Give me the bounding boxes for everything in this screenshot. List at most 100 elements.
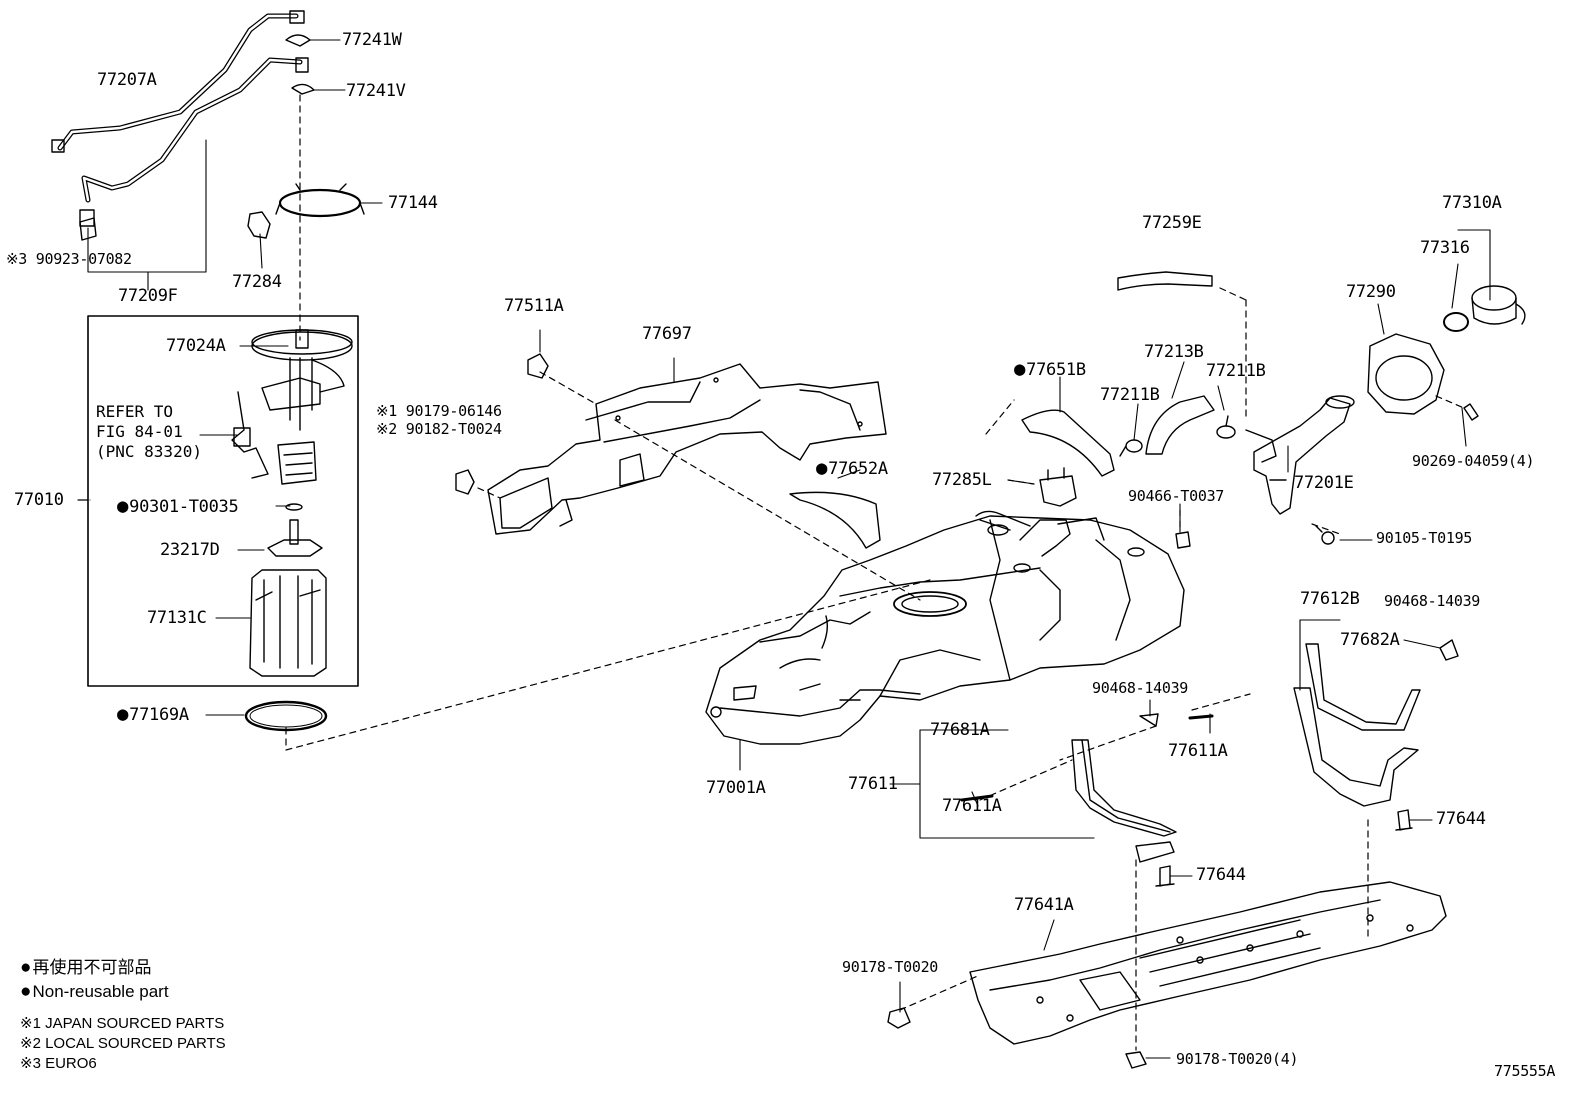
- note-2: ※2 LOCAL SOURCED PARTS: [20, 1035, 226, 1052]
- nut-90179: [455, 469, 475, 495]
- fuel-tank-77001a: [705, 510, 1185, 745]
- label-90923: ※3 90923-07082: [6, 250, 132, 268]
- label-77010: 77010: [14, 490, 64, 510]
- strap-77612b: [1293, 687, 1419, 807]
- retainer-77144: [275, 183, 365, 218]
- label-90182: ※2 90182-T0024: [376, 420, 502, 438]
- housing-77290: [1367, 333, 1445, 415]
- clip-90468-b: [1139, 713, 1159, 727]
- label-90466: 90466-T0037: [1128, 487, 1225, 505]
- label-77259e: 77259E: [1142, 213, 1202, 233]
- label-77284: 77284: [232, 272, 282, 292]
- label-90178-b: 90178-T0020(4): [1176, 1050, 1299, 1068]
- screw-90269: [1463, 403, 1479, 421]
- strap-77682a: [1305, 643, 1421, 731]
- bolt-77611a: [960, 714, 1214, 802]
- label-77682a: 77682A: [1340, 630, 1400, 650]
- hose-77213b: [1145, 395, 1215, 455]
- label-23217d: 23217D: [160, 540, 220, 560]
- label-77651b: 77651B: [1014, 360, 1086, 379]
- label-77024a: 77024A: [166, 336, 226, 356]
- protector-77641a: [969, 881, 1447, 1045]
- bolt-77644-a: [1395, 809, 1413, 831]
- label-77213b: 77213B: [1144, 342, 1204, 362]
- clip-90466: [1175, 531, 1191, 549]
- oring-90301: [285, 503, 303, 511]
- fuel-line-77207a: [51, 10, 305, 153]
- regulator-23217d: [267, 519, 323, 557]
- refer-line-2: FIG 84-01: [96, 422, 183, 441]
- label-77131c: 77131C: [147, 608, 207, 628]
- label-77207a: 77207A: [97, 70, 157, 90]
- note-3: ※3 EURO6: [20, 1055, 97, 1072]
- label-77241w: 77241W: [342, 30, 402, 50]
- clip-77241v: [291, 83, 315, 95]
- pad-77652a: [789, 491, 881, 549]
- label-77611: 77611: [848, 774, 898, 794]
- clip-77241w: [285, 34, 311, 47]
- label-77144: 77144: [388, 193, 438, 213]
- label-77611a-b: 77611A: [942, 796, 1002, 816]
- label-77652a: 77652A: [816, 459, 888, 478]
- leader-lines: [87, 39, 1491, 1059]
- label-77316: 77316: [1420, 238, 1470, 258]
- label-90468-b: 90468-14039: [1092, 679, 1189, 697]
- label-77285l: 77285L: [932, 470, 992, 490]
- clip-77284: [247, 211, 271, 239]
- dashed-guides: [285, 94, 1465, 1051]
- nut-77511a: [527, 353, 549, 379]
- legend-en: Non-reusable part: [20, 982, 168, 1002]
- label-90179: ※1 90179-06146: [376, 402, 502, 420]
- refer-line-3: (PNC 83320): [96, 442, 202, 461]
- legend-jp: 再使用不可部品: [20, 958, 151, 978]
- label-90269: 90269-04059(4): [1412, 452, 1535, 470]
- fuel-pump-77024a: [231, 329, 353, 485]
- label-77644-b: 77644: [1196, 865, 1246, 885]
- label-77211b-b: 77211B: [1206, 361, 1266, 381]
- label-77241v: 77241V: [346, 81, 406, 101]
- label-77612b: 77612B: [1300, 589, 1360, 609]
- clamp-77211b-right: [1216, 415, 1236, 439]
- label-77169a: 77169A: [117, 705, 189, 724]
- label-90178-a: 90178-T0020: [842, 958, 939, 976]
- bolt-77644-b: [1155, 865, 1175, 887]
- label-77681a: 77681A: [930, 720, 990, 740]
- strap-77681a: [1071, 739, 1177, 863]
- refer-line-1: REFER TO: [96, 402, 174, 421]
- fuel-line-77209f: [79, 57, 309, 227]
- clip-90468-a: [1439, 639, 1459, 661]
- bracket-77285l: [1039, 467, 1077, 507]
- label-77310a: 77310A: [1442, 193, 1502, 213]
- clamp-77211b-left: [1119, 439, 1143, 457]
- note-1: ※1 JAPAN SOURCED PARTS: [20, 1015, 225, 1032]
- label-77641a: 77641A: [1014, 895, 1074, 915]
- label-77001a: 77001A: [706, 778, 766, 798]
- figure-id: 775555A: [1494, 1062, 1556, 1080]
- nut-90178-b: [1125, 1051, 1147, 1069]
- protector-77697: [487, 363, 887, 535]
- hose-77259e: [1117, 271, 1213, 291]
- gasket-77169a: [244, 700, 328, 732]
- label-77201e: 77201E: [1294, 473, 1354, 493]
- filler-pipe-77201e: [1245, 395, 1355, 515]
- fuel-cap-77310a: [1471, 285, 1526, 325]
- filter-77131c: [249, 569, 327, 677]
- bolt-90105: [1315, 525, 1335, 545]
- label-77611a-a: 77611A: [1168, 741, 1228, 761]
- label-77697: 77697: [642, 324, 692, 344]
- pad-77651b: [1021, 409, 1115, 477]
- label-77644-a: 77644: [1436, 809, 1486, 829]
- label-90105: 90105-T0195: [1376, 529, 1473, 547]
- fitting-90923: [79, 217, 97, 241]
- refer-note: REFER TO FIG 84-01 (PNC 83320): [96, 402, 202, 462]
- pump-assembly-frame: [87, 315, 359, 687]
- nut-90178-a: [887, 1007, 911, 1029]
- label-77511a: 77511A: [504, 296, 564, 316]
- label-77211b-a: 77211B: [1100, 385, 1160, 405]
- label-77209f: 77209F: [118, 286, 178, 306]
- label-77290: 77290: [1346, 282, 1396, 302]
- label-90301: 90301-T0035: [117, 497, 239, 516]
- label-90468-a: 90468-14039: [1384, 592, 1481, 610]
- gasket-77316: [1443, 312, 1469, 332]
